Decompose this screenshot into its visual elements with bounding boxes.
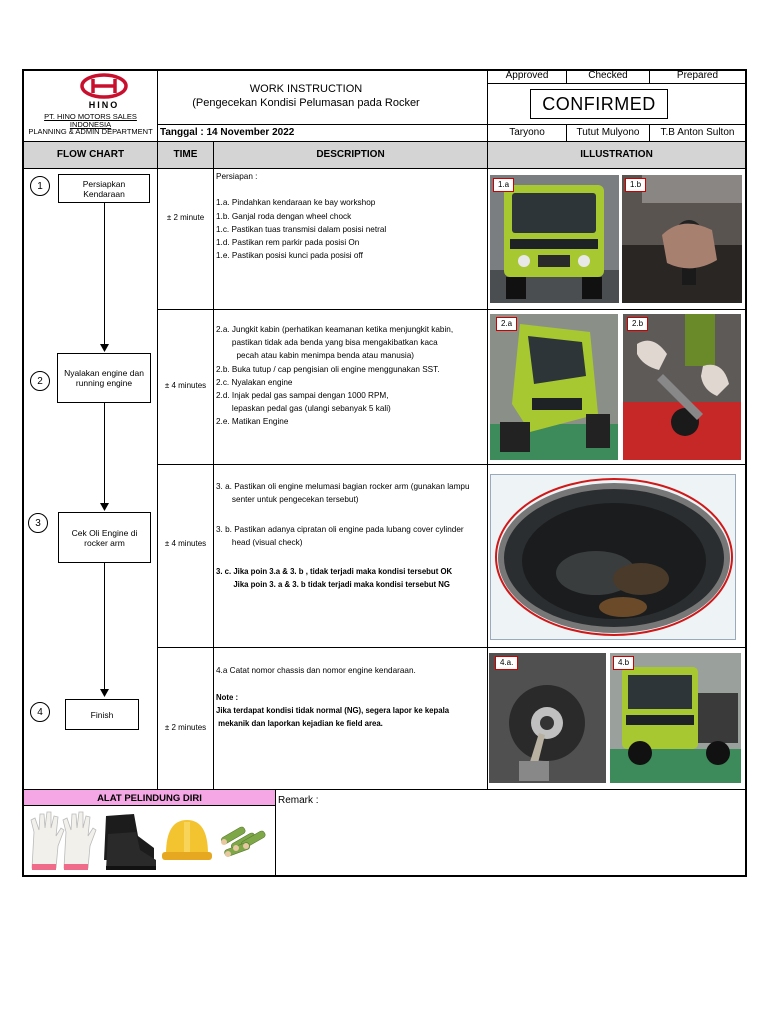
step-number-1: 1 [30,176,50,196]
flow-step-prepare: Persiapkan Kendaraan [58,174,150,203]
step-2-description: 2.a. Jungkit kabin (perhatikan keamanan … [216,325,454,427]
step-4-note: Note : Jika terdapat kondisi tidak norma… [216,693,450,729]
step-number-3: 3 [28,513,48,533]
step-3c-description: 3. c. Jika poin 3.a & 3. b , tidak terja… [216,567,453,590]
hino-logo: HINO [76,72,132,112]
earplug-icon [221,826,266,857]
arrow-down-icon [100,503,109,511]
document-subtitle: (Pengecekan Kondisi Pelumasan pada Rocke… [192,97,420,109]
safety-shoes-icon [104,814,156,870]
photo-3-rocker-arm-inside [490,474,736,640]
step-number-4: 4 [30,702,50,722]
photo-4a-ignition-key: 4.a. [489,653,606,783]
document-date: Tanggal : 14 November 2022 [160,127,295,138]
column-description: DESCRIPTION [316,149,385,160]
ppe-label: ALAT PELINDUNG DIRI [97,793,202,804]
step-4a-description: 4.a Catat nomor chassis dan nomor engine… [216,666,416,675]
column-time: TIME [173,149,198,160]
flow-step-check-oil: Cek Oli Engine di rocker arm [58,512,151,563]
step-2-time: ± 4 minutes [164,381,207,390]
step-3a-description: 3. a. Pastikan oli engine melumasi bagia… [216,482,470,505]
flow-connector [104,563,105,691]
flow-step-run-engine: Nyalakan engine dan running engine [57,353,151,403]
column-illustration: ILLUSTRATION [580,149,653,160]
photo-2b-oil-cap-removal: 2.b [623,314,741,460]
ppe-icons [28,808,274,874]
checked-name: Tutut Mulyono [576,127,640,138]
photo-tag-1b: 1.b [625,178,647,192]
photo-2a-tilted-cabin: 2.a [490,314,618,460]
remark-label: Remark : [278,795,319,806]
photo-tag-2b: 2.b [627,317,649,331]
photo-4b-truck-side: 4.b [610,653,741,783]
arrow-down-icon [100,689,109,697]
column-flow-chart: FLOW CHART [56,149,125,160]
step-3b-description: 3. b. Pastikan adanya cipratan oli engin… [216,525,464,548]
step-number-2: 2 [30,371,50,391]
photo-tag-2a: 2.a [496,317,518,331]
flow-step-finish: Finish [65,699,139,730]
flow-connector [104,203,105,351]
checked-label: Checked [588,70,628,81]
photo-tag-1a: 1.a [493,178,515,192]
prepared-label: Prepared [676,70,719,81]
photo-tag-4a: 4.a. [495,656,519,670]
company-name: PT. HINO MOTORS SALES INDONESIA [44,112,137,129]
photo-1a-truck-front: 1.a [490,175,619,303]
document-title: WORK INSTRUCTION [249,83,363,95]
step-4-time: ± 2 minutes [164,723,207,732]
confirmed-stamp: CONFIRMED [530,89,668,119]
step-3-time: ± 4 minutes [164,539,207,548]
photo-tag-4b: 4.b [613,656,635,670]
helmet-icon [162,820,212,860]
brand-wordmark: HINO [88,100,120,110]
hino-logo-icon [80,73,128,99]
department-name: PLANNING & ADMIN DEPARTMENT [28,127,153,136]
column-header-bar [23,142,745,168]
step-1-time: ± 2 minute [166,213,205,222]
arrow-down-icon [100,344,109,352]
step-1-description: Persiapan : 1.a. Pindahkan kendaraan ke … [216,172,387,261]
flow-connector [104,403,105,505]
photo-1b-gear-lever: 1.b [622,175,742,303]
approved-label: Approved [505,70,549,81]
prepared-name: T.B Anton Sulton [660,127,735,138]
approved-name: Taryono [509,127,545,138]
gloves-icon [30,811,97,870]
ppe-header [24,790,275,806]
